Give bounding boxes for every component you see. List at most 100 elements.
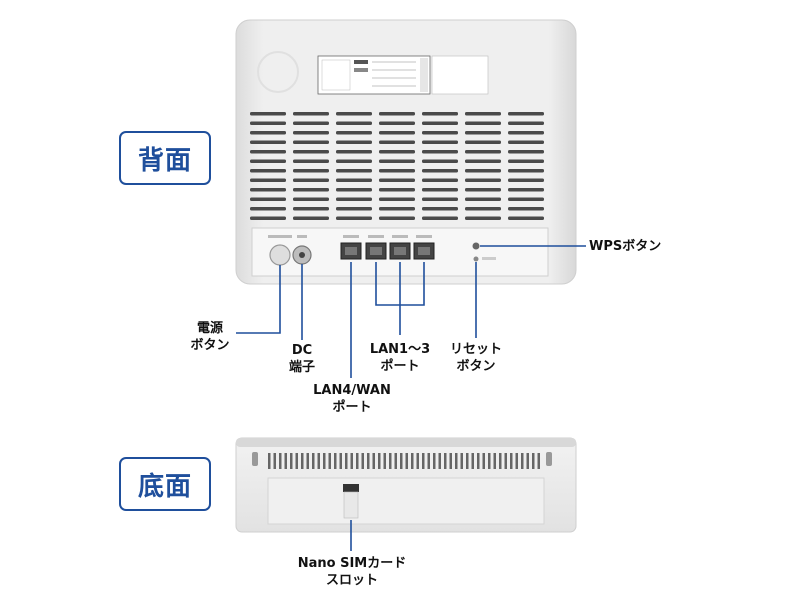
bottom-vent-slot bbox=[273, 453, 276, 469]
vent-slot bbox=[250, 207, 286, 211]
vent-slot bbox=[293, 112, 329, 116]
reset-callout-line2: ボタン bbox=[456, 359, 496, 374]
lan-port-marking bbox=[392, 235, 408, 238]
bottom-vent-slot bbox=[521, 453, 524, 469]
vent-slot bbox=[336, 188, 372, 192]
vent-slot bbox=[250, 131, 286, 135]
bottom-vent-slot bbox=[295, 453, 298, 469]
vent-slot bbox=[336, 140, 372, 144]
bottom-vent-slot bbox=[367, 453, 370, 469]
bottom-vent-slot bbox=[532, 453, 535, 469]
vent-slot bbox=[508, 216, 544, 220]
bottom-vent-slot bbox=[537, 453, 540, 469]
bottom-vent-slot bbox=[499, 453, 502, 469]
vent-slot bbox=[379, 169, 415, 173]
vent-slot bbox=[293, 150, 329, 154]
vent-slot bbox=[293, 197, 329, 201]
vent-slot bbox=[293, 188, 329, 192]
vent-slot bbox=[508, 112, 544, 116]
bottom-vent-slot bbox=[389, 453, 392, 469]
vent-slot bbox=[508, 140, 544, 144]
bottom-vent-slot bbox=[361, 453, 364, 469]
vent-slot bbox=[250, 188, 286, 192]
vent-slot bbox=[379, 207, 415, 211]
router-bottom-view bbox=[235, 437, 577, 533]
bottom-vent-slot bbox=[328, 453, 331, 469]
power-callout-line1: 電源 bbox=[196, 321, 223, 336]
bottom-vent-slot bbox=[444, 453, 447, 469]
vent-slot bbox=[508, 131, 544, 135]
lan-port-inner bbox=[370, 247, 382, 255]
vent-slot bbox=[508, 150, 544, 154]
vent-slot bbox=[465, 121, 501, 125]
bottom-vent-slot bbox=[477, 453, 480, 469]
vent-slot bbox=[336, 150, 372, 154]
bottom-vent-slot bbox=[427, 453, 430, 469]
vent-slot bbox=[508, 159, 544, 163]
lan13-callout-line1: LAN1～3 bbox=[369, 342, 431, 357]
bottom-vent-slot bbox=[323, 453, 326, 469]
bottom-vent-slot bbox=[356, 453, 359, 469]
lan-port-inner bbox=[418, 247, 430, 255]
wps-callout-line1: WPSボタン bbox=[589, 239, 662, 254]
leader-lines bbox=[236, 245, 586, 551]
bottom-vent-slot bbox=[394, 453, 397, 469]
vent-slot bbox=[379, 112, 415, 116]
vent-slot bbox=[250, 169, 286, 173]
vent-slot bbox=[422, 169, 458, 173]
vent-slot bbox=[422, 188, 458, 192]
vent-slot bbox=[379, 121, 415, 125]
bottom-vent-slot bbox=[433, 453, 436, 469]
vent-slot bbox=[293, 159, 329, 163]
bottom-vent-slot bbox=[400, 453, 403, 469]
spec-label-sticker bbox=[317, 55, 489, 95]
bottom-vent-slot bbox=[339, 453, 342, 469]
bottom-vent-slot bbox=[416, 453, 419, 469]
vent-slot bbox=[422, 216, 458, 220]
bottom-vent-slot bbox=[350, 453, 353, 469]
lan13-callout-line2: ポート bbox=[380, 359, 420, 374]
vent-slot bbox=[293, 178, 329, 182]
vent-slot bbox=[336, 178, 372, 182]
vent-slot bbox=[422, 159, 458, 163]
lan4-callout-line2: ポート bbox=[332, 400, 372, 415]
vent-slot bbox=[465, 207, 501, 211]
power-callout-line2: ボタン bbox=[190, 338, 230, 353]
dc-jack-callout: DC 端子 bbox=[280, 342, 324, 376]
vent-slot bbox=[508, 178, 544, 182]
back-section-label: 背面 bbox=[119, 131, 211, 185]
bottom-vent-slot bbox=[334, 453, 337, 469]
vent-slot bbox=[379, 140, 415, 144]
vent-slot bbox=[379, 131, 415, 135]
vent-slot bbox=[508, 121, 544, 125]
bottom-vent-slot bbox=[284, 453, 287, 469]
vent-slot bbox=[422, 140, 458, 144]
vent-slot bbox=[250, 216, 286, 220]
bottom-vent-slot bbox=[482, 453, 485, 469]
bottom-vent-slot bbox=[317, 453, 320, 469]
bottom-vent-slot bbox=[515, 453, 518, 469]
vent-slot bbox=[422, 150, 458, 154]
bottom-vent-slot bbox=[438, 453, 441, 469]
vent-slot bbox=[465, 169, 501, 173]
bottom-vent-slot bbox=[488, 453, 491, 469]
bottom-vent-slot bbox=[526, 453, 529, 469]
sim-slot-shape bbox=[343, 484, 359, 492]
vent-slot bbox=[336, 216, 372, 220]
bottom-vent-slot bbox=[279, 453, 282, 469]
vent-slot bbox=[293, 121, 329, 125]
vent-slot bbox=[379, 159, 415, 163]
vent-slot bbox=[336, 197, 372, 201]
bottom-vent-slot bbox=[268, 453, 271, 469]
vent-slot bbox=[422, 178, 458, 182]
vent-slot bbox=[422, 121, 458, 125]
power-leader bbox=[236, 265, 281, 334]
bottom-vent-slot bbox=[422, 453, 425, 469]
vent-slot bbox=[293, 169, 329, 173]
lan4-wan-callout: LAN4/WAN ポート bbox=[302, 382, 402, 416]
bottom-vent-slot bbox=[504, 453, 507, 469]
vent-slot bbox=[465, 216, 501, 220]
bottom-vent-slot bbox=[290, 453, 293, 469]
vent-slot bbox=[422, 197, 458, 201]
vent-slot bbox=[465, 112, 501, 116]
